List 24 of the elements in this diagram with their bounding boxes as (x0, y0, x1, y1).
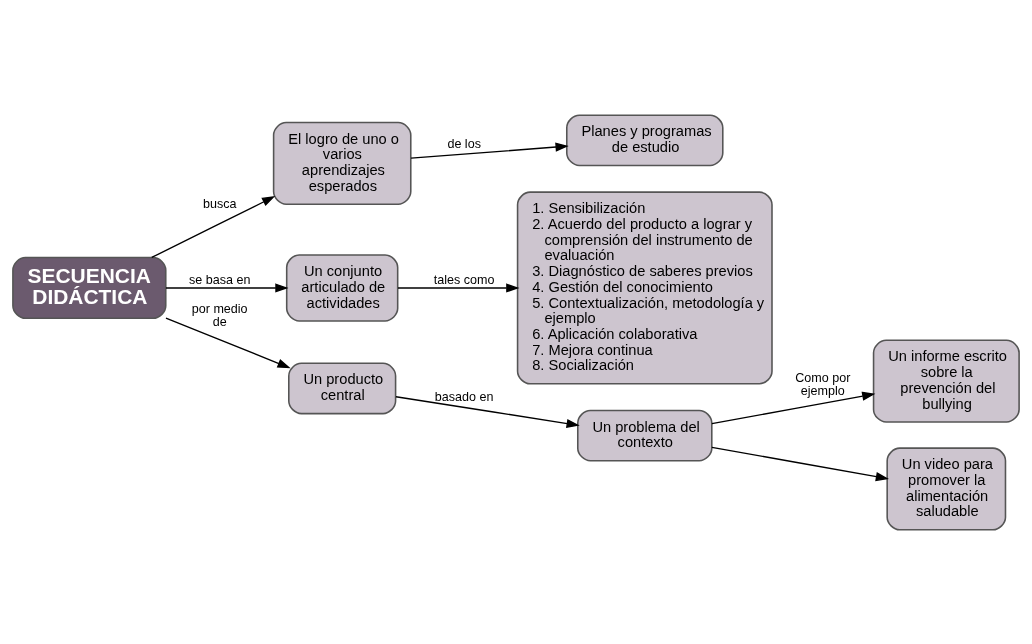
node-box: 1. Sensibilización 2. Acuerdo del producto a lograr y comprensión del instrumento de evaluación 3. Diagnóstico de saberes previos 4. Gestión del conocimiento 5. Contextualización, metodología y ejemplo 6. Aplicación colaborativa 7. Mejora continua 8. Socialización (516, 190, 773, 385)
node-box: Planes y programas de estudio (566, 113, 724, 166)
arrow (410, 141, 569, 159)
node-box: El logro de uno o varios aprendizajes esperados (272, 121, 412, 205)
node-box: Un video para promover la alimentación saludable (886, 446, 1007, 531)
edge-label: por medio de (191, 301, 248, 329)
edge-label: tales como (433, 272, 495, 287)
node-box: Un producto central (288, 362, 397, 414)
edge-label: se basa en (189, 272, 251, 287)
edge-label: de los (447, 136, 481, 151)
edge-label: basado en (434, 389, 494, 404)
node-box: Un conjunto articulado de actividades (285, 253, 399, 322)
arrow (397, 282, 520, 293)
arrow (711, 391, 876, 424)
arrow (165, 317, 291, 368)
arrow (151, 195, 276, 258)
arrow (711, 446, 889, 481)
node-box: Un informe escrito sobre la prevención del bullying (872, 339, 1020, 423)
edge-label: Como por ejemplo (795, 370, 851, 398)
edge-label: busca (202, 196, 237, 211)
arrow (395, 395, 580, 428)
node-box: Un problema del contexto (577, 409, 713, 461)
node-box: SECUENCIA DIDÁCTICA (12, 256, 167, 319)
arrow (165, 282, 289, 293)
